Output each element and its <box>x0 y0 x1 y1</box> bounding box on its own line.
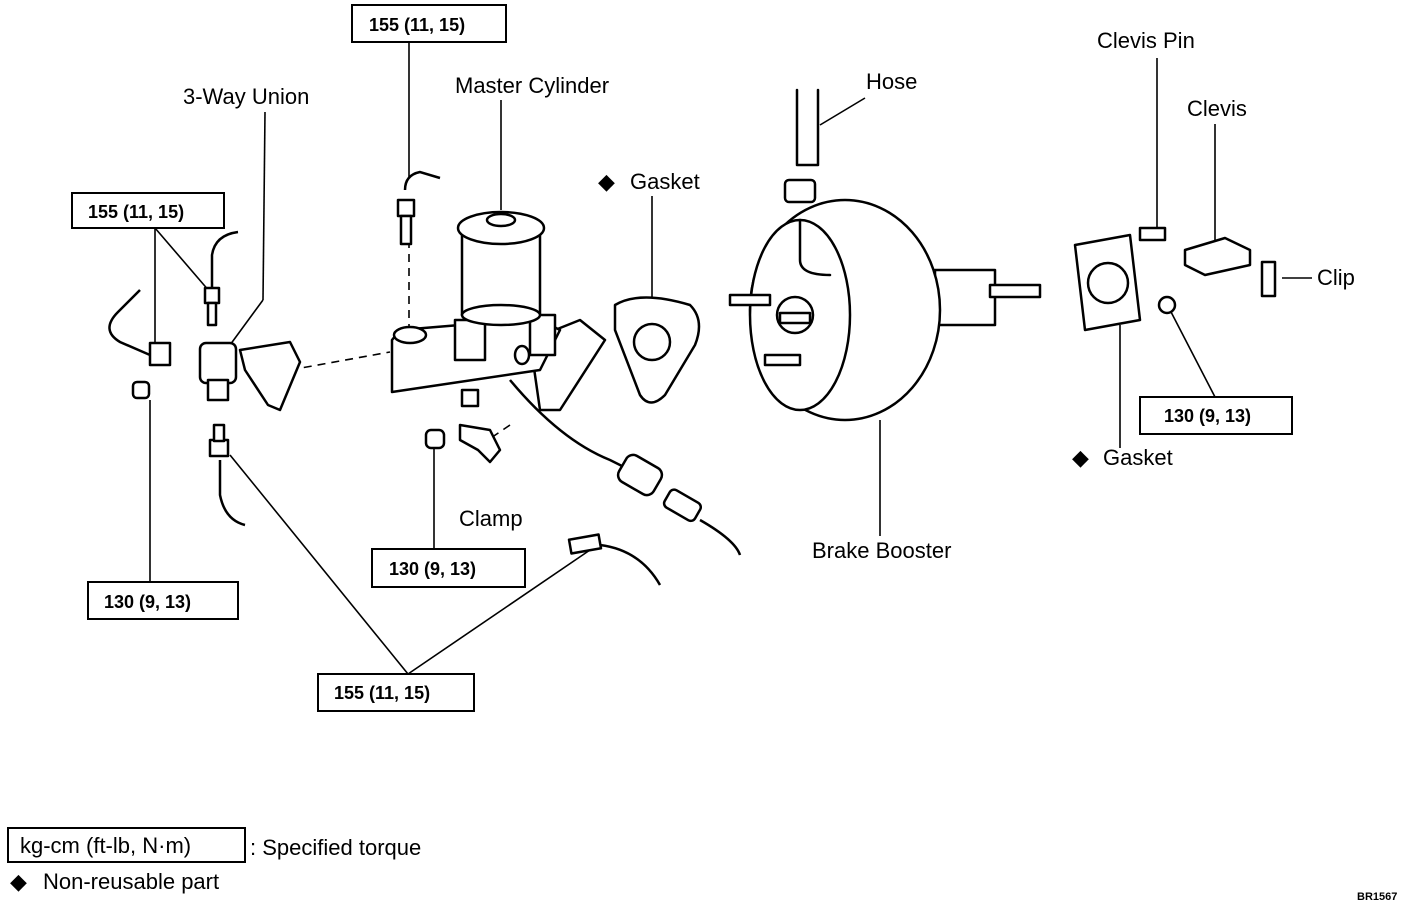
diamond-icon: ◆ <box>10 869 27 894</box>
figure-code: BR1567 <box>1357 891 1397 903</box>
torque-booster-nut: 130 (9, 13) <box>1164 406 1251 426</box>
legend-torque-unit: kg-cm (ft-lb, N·m) <box>20 833 191 858</box>
label-master-cylinder: Master Cylinder <box>455 73 609 98</box>
booster-gasket-and-clevis <box>1073 226 1277 332</box>
torque-mc-nut: 130 (9, 13) <box>389 559 476 579</box>
label-clip: Clip <box>1317 265 1355 290</box>
label-gasket-booster: Gasket <box>1103 445 1173 470</box>
label-clevis-pin: Clevis Pin <box>1097 28 1195 53</box>
brake-lines <box>108 88 820 586</box>
label-hose: Hose <box>866 69 917 94</box>
label-3-way-union: 3-Way Union <box>183 84 309 109</box>
three-way-union <box>131 198 416 458</box>
torque-top-line: 155 (11, 15) <box>369 15 465 35</box>
diamond-icon: ◆ <box>598 169 615 194</box>
legend-nonreusable: Non-reusable part <box>43 869 219 894</box>
legend-torque-desc: : Specified torque <box>250 835 421 860</box>
torque-union-nut: 130 (9, 13) <box>104 592 191 612</box>
label-gasket-mc: Gasket <box>630 169 700 194</box>
label-clamp: Clamp <box>459 506 523 531</box>
torque-union-line: 155 (11, 15) <box>88 202 184 222</box>
diamond-icon: ◆ <box>1072 445 1089 470</box>
label-clevis: Clevis <box>1187 96 1247 121</box>
master-cylinder <box>390 210 703 555</box>
label-brake-booster: Brake Booster <box>812 538 951 563</box>
torque-bottom-lines: 155 (11, 15) <box>334 683 430 703</box>
brake-booster <box>728 178 1042 422</box>
leader-lines <box>149 42 1312 675</box>
